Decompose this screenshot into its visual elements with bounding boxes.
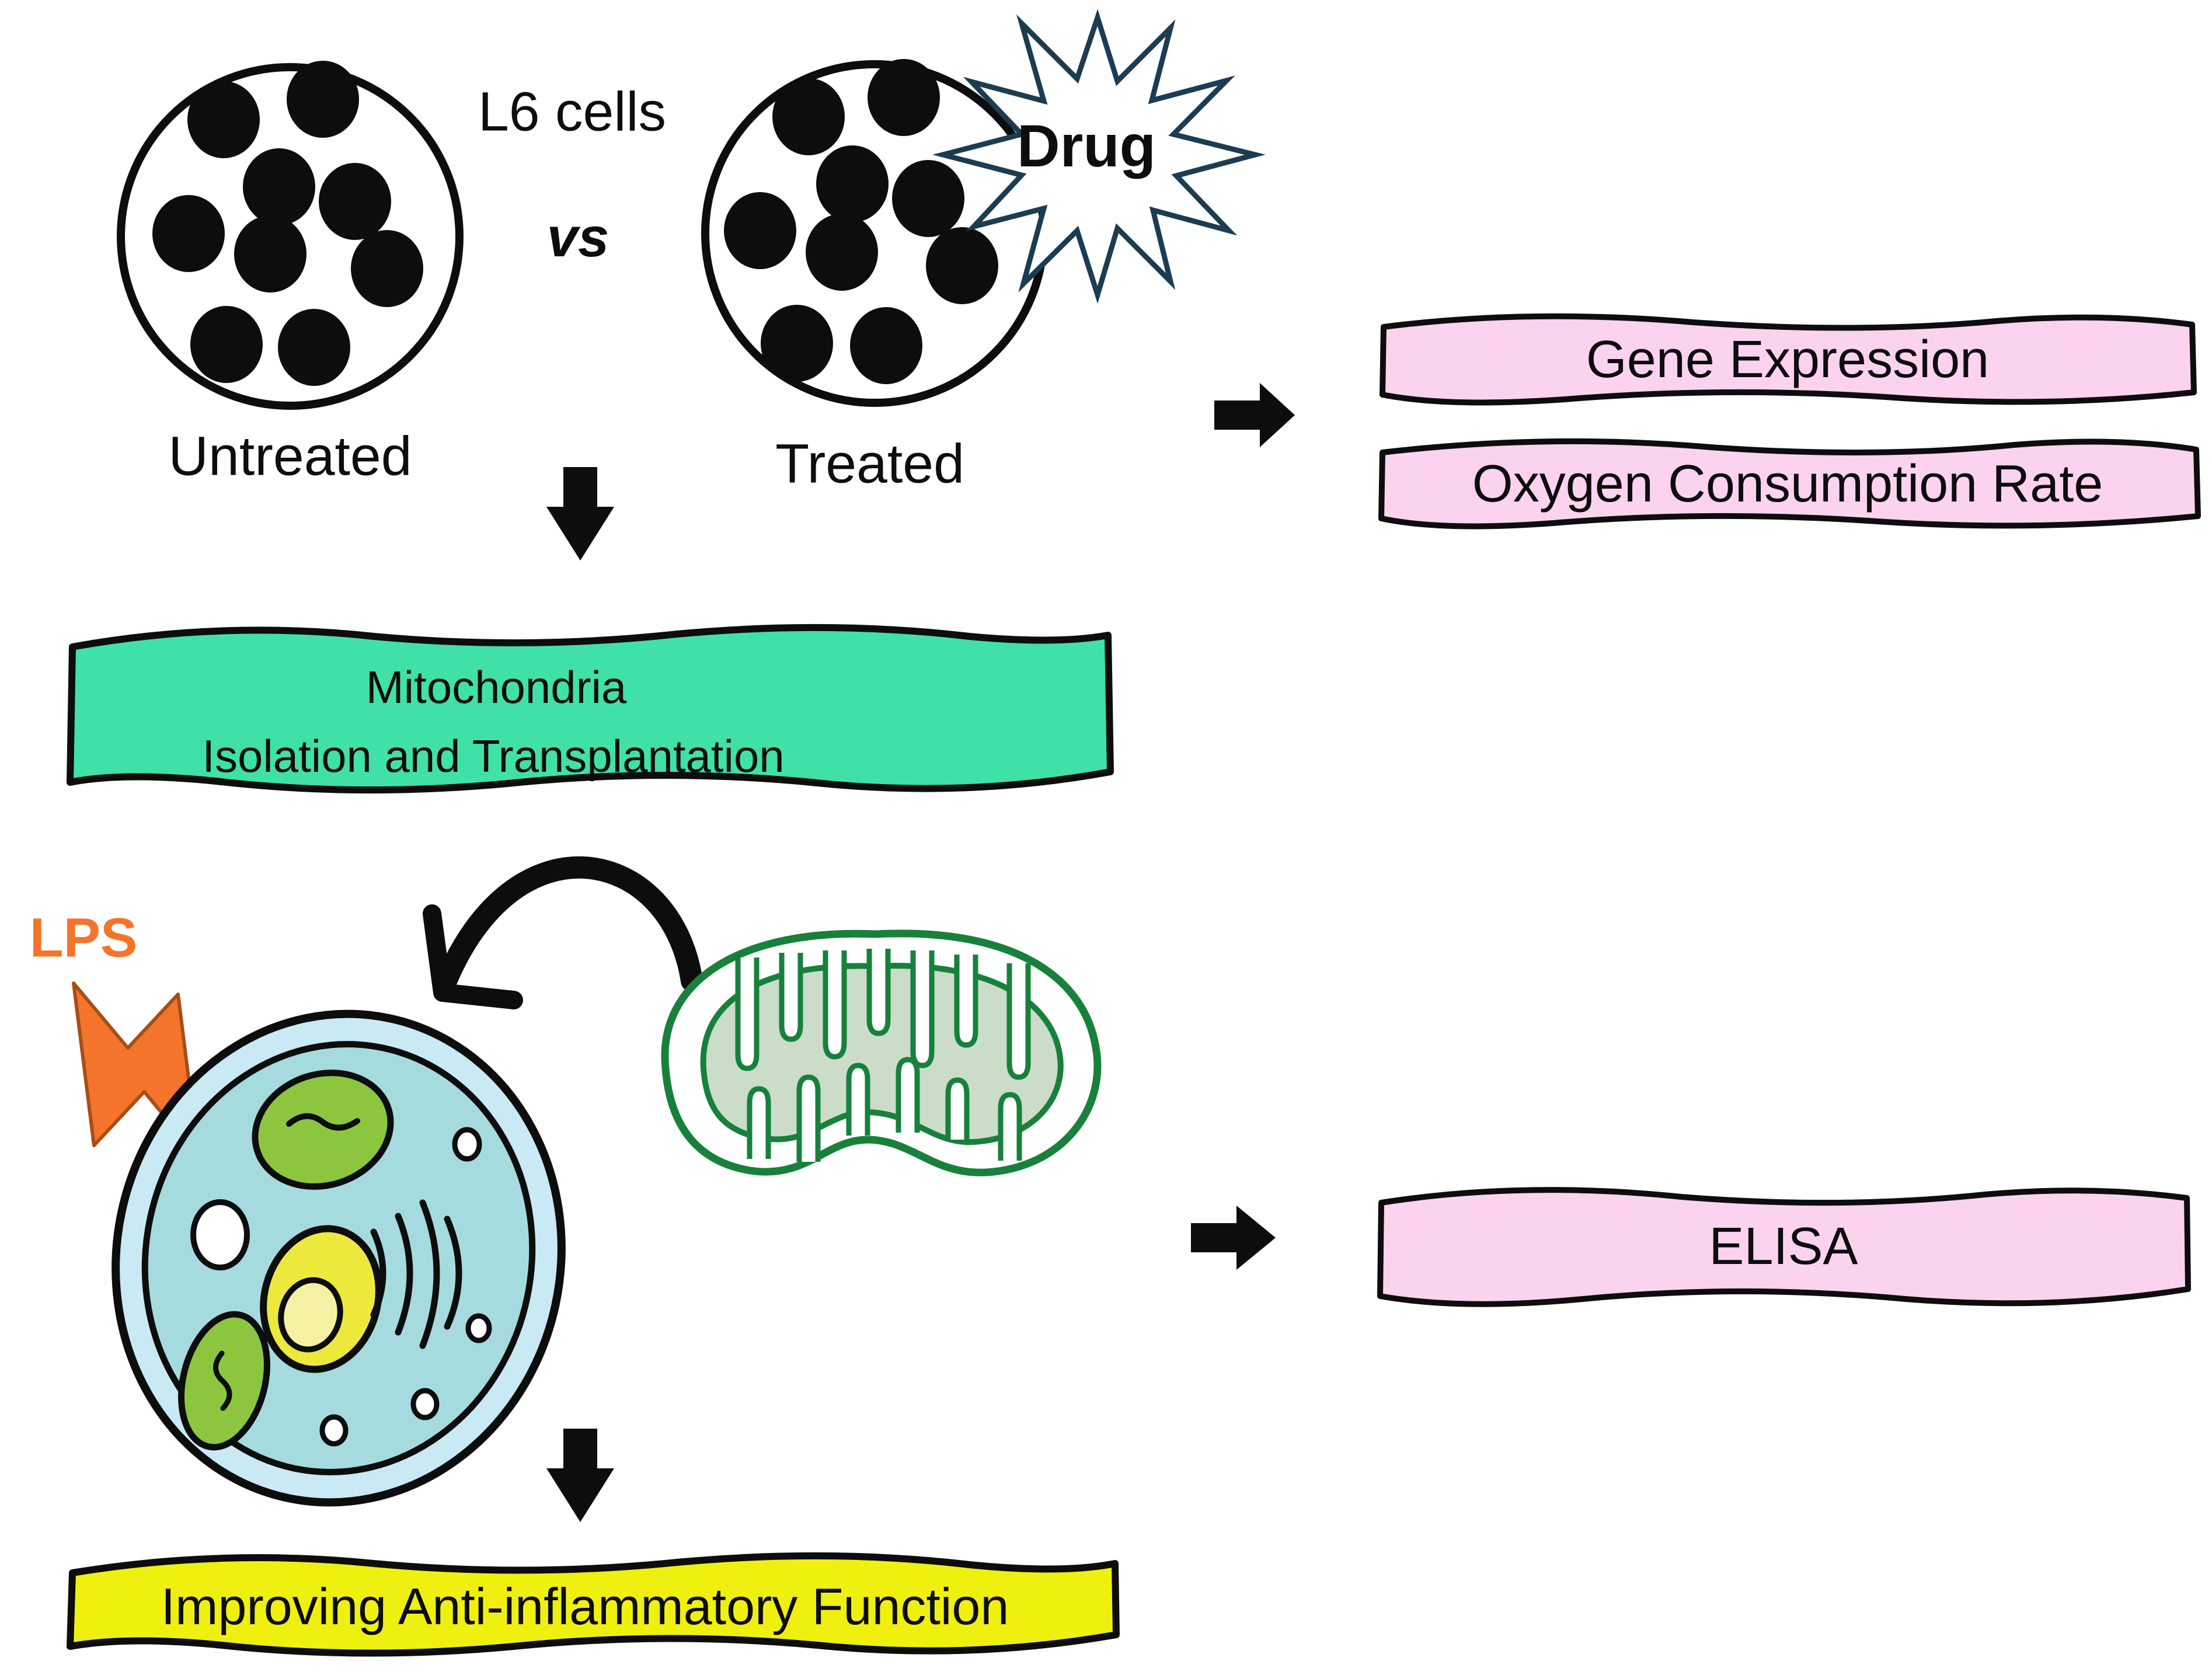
untreated-label: Untreated [168, 425, 412, 487]
elisa-label: ELISA [1709, 1217, 1858, 1276]
improving-function-box [67, 1552, 1120, 1657]
vs-label: vs [546, 206, 609, 269]
down-arrow-bottom-icon [546, 1429, 614, 1522]
improving-function-label: Improving Anti-inflammatory Function [161, 1578, 1009, 1635]
treated-dish-icon [701, 59, 1048, 407]
mitochondrion-icon [661, 929, 1102, 1176]
elisa-box [1377, 1187, 2191, 1307]
down-arrow-top-icon [546, 467, 614, 560]
l6-cells-label: L6 cells [478, 81, 667, 143]
treated-label: Treated [775, 433, 964, 495]
mitochondria-isolation-box [67, 624, 1114, 794]
drug-label: Drug [1017, 113, 1156, 179]
macrophage-cell-icon [112, 1009, 566, 1507]
oxygen-consumption-label: Oxygen Consumption Rate [1472, 455, 2103, 513]
right-arrow-top-icon [1214, 383, 1295, 447]
lps-label: LPS [29, 907, 138, 969]
drug-burst-icon [932, 9, 1266, 304]
curved-arrow-icon [423, 856, 703, 1009]
mitochondria-line1-label: Mitochondria [365, 661, 627, 713]
gene-expression-label: Gene Expression [1586, 330, 1990, 389]
mitochondria-line2-label: Isolation and Transplantation [202, 730, 785, 782]
oxygen-consumption-box [1378, 438, 2201, 530]
gene-expression-box [1380, 313, 2197, 406]
right-arrow-elisa-icon [1191, 1206, 1276, 1270]
untreated-dish-icon [117, 61, 464, 410]
